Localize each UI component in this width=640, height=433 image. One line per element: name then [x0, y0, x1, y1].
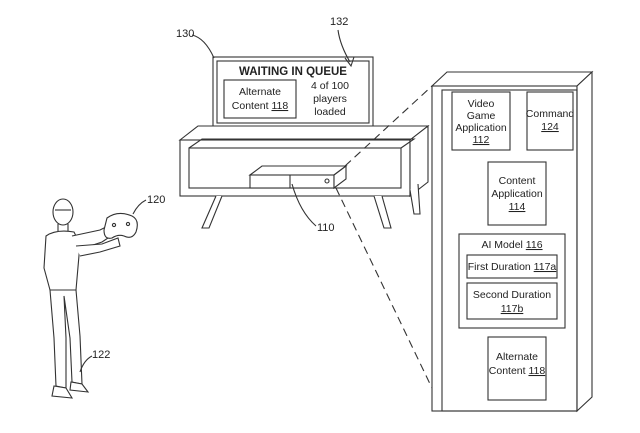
content-app-box	[487, 161, 547, 226]
controller-icon	[103, 212, 138, 239]
tv-alt-content-line2: Content 118	[232, 100, 289, 112]
console-detail-panel	[430, 70, 594, 413]
cabinet-side	[409, 124, 429, 198]
projection-line-top	[344, 85, 433, 167]
ai-model-label: AI Model 116	[481, 239, 542, 251]
alternate-content-box	[487, 336, 547, 401]
cabinet-leg-left	[201, 195, 223, 229]
ref-user: 122	[92, 349, 110, 361]
leader-user	[79, 355, 93, 373]
user-head	[52, 198, 74, 226]
video-game-line2: Game	[467, 110, 496, 122]
tv-alternate-content-box	[223, 79, 297, 119]
leader-controller	[132, 199, 147, 215]
video-game-line3: Application	[455, 122, 507, 134]
first-duration-box	[466, 254, 558, 279]
content-app-line2: Application	[491, 188, 543, 200]
detail-side	[576, 70, 593, 413]
tv-alt-content-line1: Alternate	[239, 86, 281, 98]
second-duration-box	[466, 282, 558, 320]
video-game-ref: 112	[473, 134, 490, 146]
tv-status-line3: loaded	[314, 106, 346, 118]
game-console	[248, 164, 348, 190]
cabinet-opening-depth	[188, 138, 416, 149]
ref-tv: 130	[176, 28, 194, 40]
detail-front	[431, 85, 578, 412]
second-duration-label: Second Duration	[473, 289, 551, 301]
controller-button-left	[111, 222, 117, 228]
user-foot-left	[51, 385, 74, 399]
detail-top	[430, 71, 594, 87]
console-top	[248, 165, 348, 176]
console-front	[249, 174, 335, 189]
tv-status-line2: players	[313, 93, 347, 105]
leader-console	[291, 183, 317, 227]
content-app-line1: Content	[499, 175, 536, 187]
tv-screen	[216, 60, 370, 124]
ai-model-box	[458, 233, 566, 329]
user-foot-right	[69, 381, 90, 393]
leader-tv-screen	[337, 29, 351, 63]
content-app-ref: 114	[509, 201, 526, 213]
second-duration-ref: 117b	[501, 303, 524, 315]
user-neck	[57, 224, 69, 231]
command-ref: 124	[541, 121, 559, 133]
alt-content-line2: Content 118	[489, 365, 546, 377]
user-figure	[43, 198, 138, 399]
first-duration-label: First Duration 117a	[468, 261, 557, 273]
cabinet-leg-back	[409, 183, 421, 215]
cabinet-leg-right	[373, 195, 392, 229]
alt-content-line1: Alternate	[496, 351, 538, 363]
tv-heading: WAITING IN QUEUE	[239, 66, 347, 78]
arrowhead-tv-screen	[344, 56, 355, 68]
command-box	[526, 91, 574, 151]
user-arm-left	[75, 237, 121, 257]
ref-tv-screen: 132	[330, 16, 348, 28]
leader-tv	[191, 34, 215, 59]
controller-button-right	[125, 221, 131, 227]
tv-status-line1: 4 of 100	[311, 80, 349, 92]
tv-bezel	[212, 56, 374, 128]
ref-console: 110	[317, 222, 335, 234]
command-label: Command	[526, 108, 575, 120]
cabinet-top	[178, 125, 430, 141]
console-power-icon	[324, 178, 330, 184]
video-game-line1: Video	[468, 98, 495, 110]
detail-inner-frame	[441, 89, 578, 412]
console-side	[333, 164, 347, 190]
ref-controller: 120	[147, 194, 165, 206]
user-legs	[49, 289, 83, 389]
projection-line-bottom	[335, 187, 444, 412]
television: WAITING IN QUEUE Alternate Content 118 4…	[212, 56, 374, 138]
video-game-app-box	[451, 91, 511, 151]
